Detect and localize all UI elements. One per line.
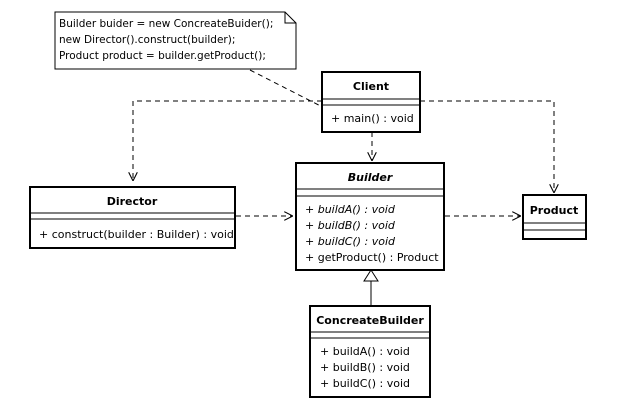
code-note: Builder buider = new ConcreateBuider(); … (54, 11, 297, 70)
product-class-name: Product (530, 204, 579, 217)
concrete-builder-method-builda: + buildA() : void (320, 345, 410, 358)
builder-class-name: Builder (348, 171, 393, 184)
director-class-name: Director (107, 195, 158, 208)
note-line-2: new Director().construct(builder); (59, 34, 235, 46)
product-class: Product (522, 194, 587, 240)
builder-class: Builder + buildA() : void + buildB() : v… (295, 162, 445, 271)
builder-method-buildb: + buildB() : void (305, 219, 396, 232)
note-line-1: Builder buider = new ConcreateBuider(); (59, 18, 273, 30)
director-method-construct: + construct(builder : Builder) : void (39, 228, 234, 241)
concrete-builder-method-buildb: + buildB() : void (320, 361, 410, 374)
client-to-director-dependency (133, 100, 322, 180)
concrete-builder-class: ConcreateBuilder + buildA() : void + bui… (309, 305, 431, 398)
client-class-name: Client (353, 80, 389, 93)
client-class: Client + main() : void (321, 71, 421, 133)
client-method-main: + main() : void (331, 112, 414, 125)
builder-method-getproduct: + getProduct() : Product (305, 251, 439, 264)
builder-method-builda: + buildA() : void (305, 203, 396, 216)
builder-method-buildc: + buildC() : void (305, 235, 396, 248)
concrete-builder-class-name: ConcreateBuilder (316, 314, 424, 327)
note-line-3: Product product = builder.getProduct(); (59, 50, 266, 62)
concrete-builder-method-buildc: + buildC() : void (320, 377, 410, 390)
generalization-triangle-icon (363, 269, 379, 282)
director-class: Director + construct(builder : Builder) … (29, 186, 236, 249)
